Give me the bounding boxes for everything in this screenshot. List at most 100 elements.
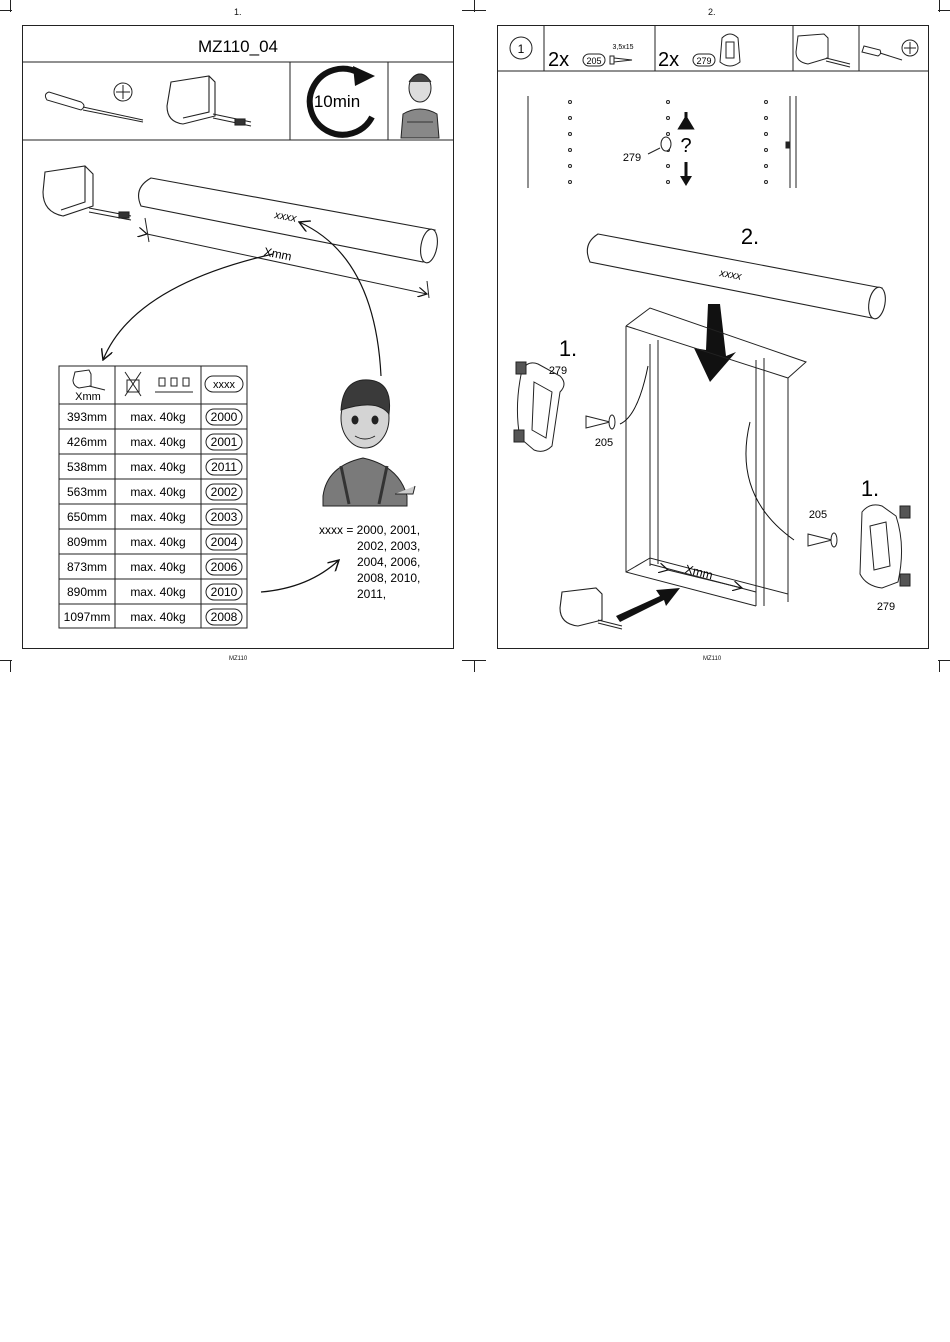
table-header-code: xxxx [213,379,236,391]
table-header-length: Xmm [75,391,101,403]
row-length: 563mm [67,485,107,499]
rod-dimension-label: Xmm [263,245,293,264]
code-oval [205,583,243,601]
bracket-279-right [859,504,911,589]
table-row: 393mm max. 40kg 2000 [67,408,243,426]
crop-mark [938,10,950,11]
row-load: max. 40kg [130,510,185,524]
row-length: 890mm [67,585,107,599]
crop-mark [939,0,940,12]
crop-mark [462,10,486,11]
row-load: max. 40kg [130,485,185,499]
length-table [58,365,248,629]
rod-code-label: xxxx [718,267,743,283]
crop-mark [938,660,950,661]
left-bracket-label: 279 [549,365,567,377]
right-bracket-label: 279 [877,601,895,613]
table-row: 563mm max. 40kg 2002 [67,483,243,501]
code-oval [205,433,243,451]
left-screw-label: 205 [595,437,613,449]
time-clock-icon: 10min [306,65,375,138]
step-number-circle [509,36,533,60]
row-length: 650mm [67,510,107,524]
row-code: 2010 [211,585,238,599]
insert-arrow-icon [694,304,736,382]
right-screw-label: 205 [809,509,827,521]
screwdriver-icon [44,82,144,123]
row-length: 393mm [67,410,107,424]
right-assembly-line [745,421,795,541]
alignment-question: ? [680,135,691,157]
code-oval [205,558,243,576]
table-row: 890mm max. 40kg 2010 [67,583,243,601]
instruction-page-1: MZ110_04 10min [22,25,454,649]
row-code: 2000 [211,410,238,424]
cabinet-dimension-label: Xmm [684,562,715,582]
rod-bracket-drawing [42,165,132,221]
code-oval [205,508,243,526]
step-one-right-label: 1. [861,476,879,501]
screw-icon [609,55,633,65]
step-number: 1 [518,42,525,56]
bracket-part-id: 279 [696,56,711,66]
left-assembly-line [619,365,649,425]
code-oval [205,608,243,626]
row-length: 426mm [67,435,107,449]
crop-mark [462,660,486,661]
table-row: 538mm max. 40kg 2011 [67,458,243,476]
page-1-illustration: MZ110_04 10min [23,37,453,629]
step-one-left-label: 1. [559,336,577,361]
arrow-to-table [103,253,274,360]
row-length: 538mm [67,460,107,474]
row-code: 2006 [211,560,238,574]
assembly-time: 10min [314,92,360,111]
mascot-illustration [322,379,416,507]
screw-205-left [585,414,616,430]
page-footer-1: MZ110 [229,656,248,662]
row-code: 2002 [211,485,238,499]
bracket-quantity: 2x [658,49,679,71]
code-list-line: 2004, 2006, [357,555,420,569]
panel-holes-drawing [527,96,797,188]
part-id-oval [582,53,606,67]
instruction-page-2: 1 2x 205 3,5x15 2x 279 [497,25,929,649]
crop-mark [10,660,11,672]
code-list-line: 2002, 2003, [357,539,420,553]
screwdriver-icon [861,39,919,61]
code-oval [205,483,243,501]
arrow-down-head-icon [680,176,692,186]
no-overload-icon [124,371,193,397]
step-two-label: 2. [741,224,759,249]
screw-quantity: 2x [548,49,569,71]
screw-size: 3,5x15 [612,44,633,51]
code-list-line: 2011, [357,587,386,601]
page-2-illustration: 1 2x 205 3,5x15 2x 279 [498,26,928,630]
code-list: xxxx = 2000, 2001,2002, 2003,2004, 2006,… [319,523,420,601]
row-load: max. 40kg [130,460,185,474]
bracket-279-left [513,361,565,452]
screw-205-right [807,532,838,548]
rod-bracket-icon [795,33,851,68]
row-code: 2008 [211,610,238,624]
push-arrow-icon [616,588,680,622]
crop-mark [474,0,475,12]
row-length: 873mm [67,560,107,574]
crop-mark [939,660,940,672]
cabinet-drawing [625,307,807,607]
page-number-1: 1. [234,7,242,17]
row-load: max. 40kg [130,610,185,624]
row-code: 2004 [211,535,238,549]
rod-bracket-icon [166,75,252,127]
row-load: max. 40kg [130,585,185,599]
row-load: max. 40kg [130,535,185,549]
hole-bracket-label: 279 [623,152,641,164]
arrow-to-rod [299,222,382,377]
crop-mark [474,660,475,672]
row-load: max. 40kg [130,410,185,424]
part-id-oval [692,53,716,67]
row-code: 2011 [211,460,237,474]
